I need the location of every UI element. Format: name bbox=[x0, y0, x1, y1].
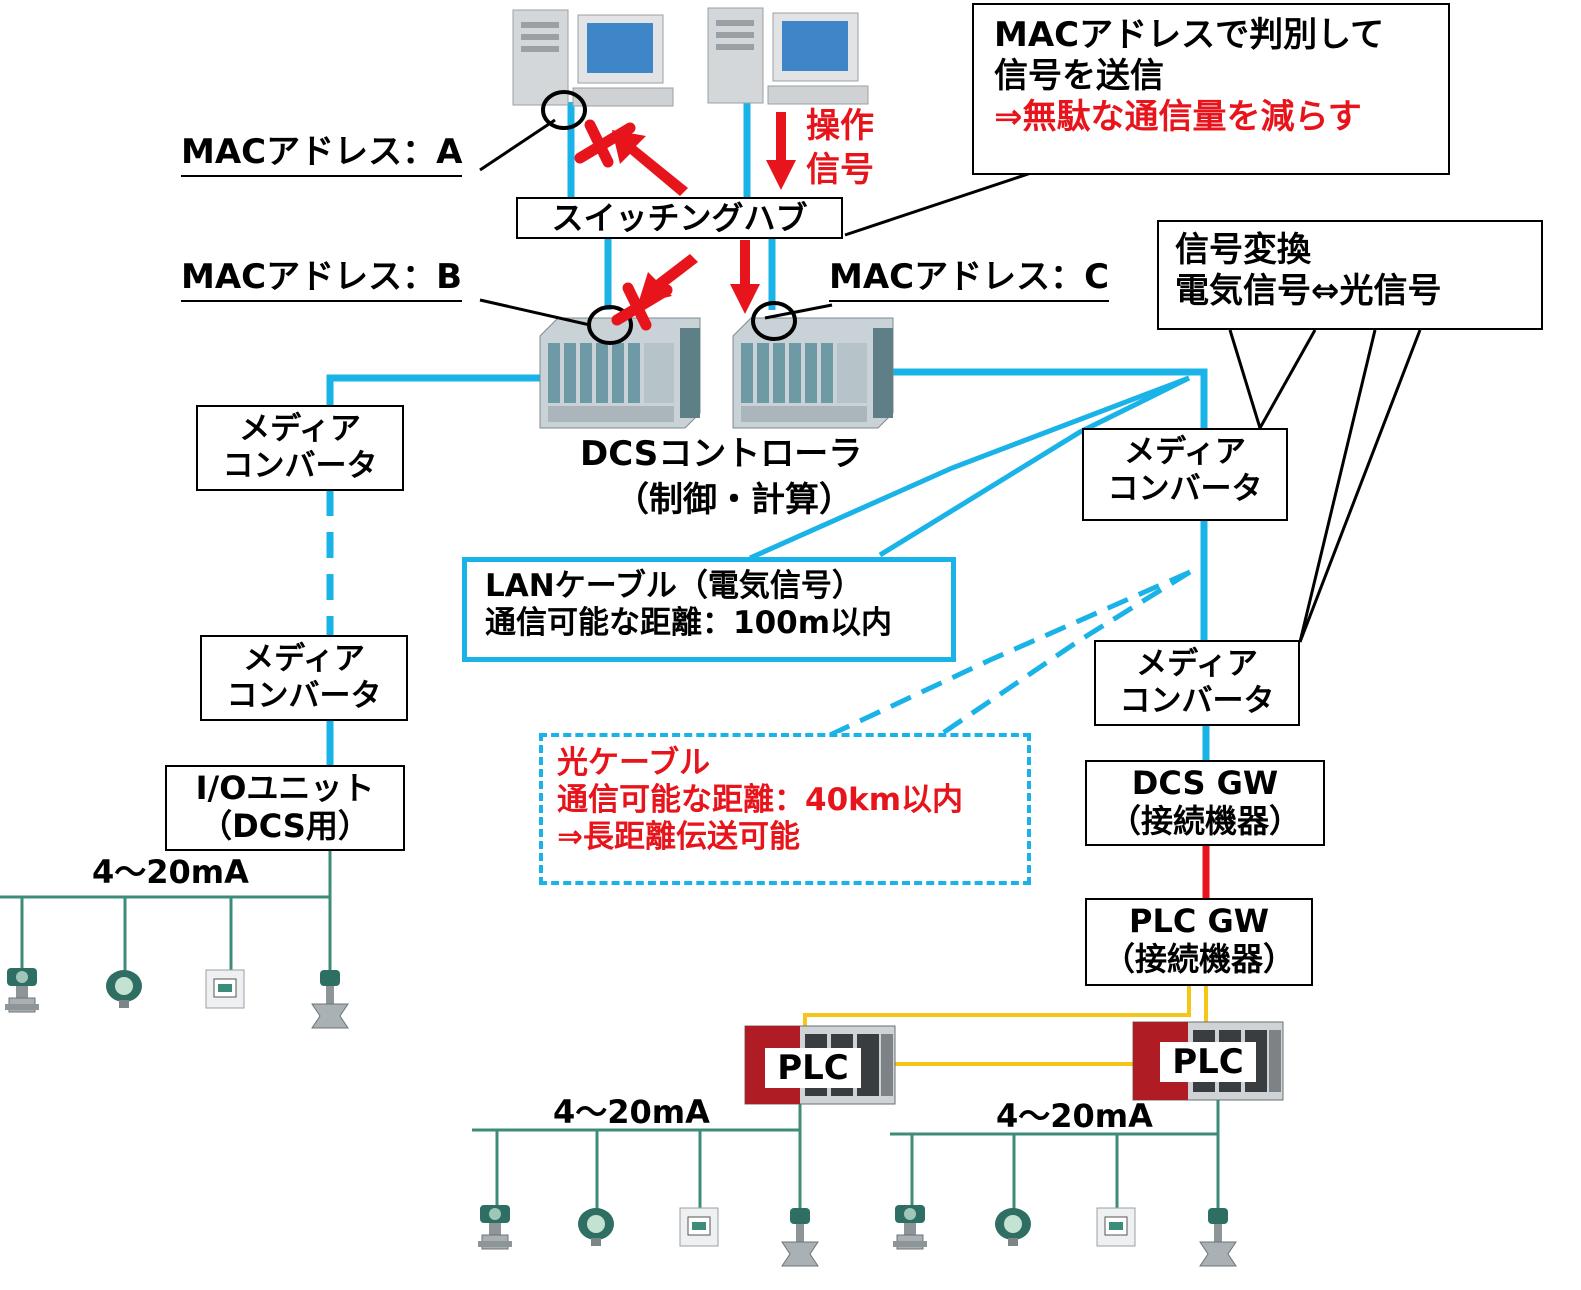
media-converter-left-bottom: メディア コンバータ bbox=[200, 635, 408, 721]
pressure-transmitter-icon bbox=[4, 967, 40, 1013]
mac-c-marker bbox=[751, 301, 797, 341]
plc-gw-box: PLC GW （接続機器） bbox=[1085, 898, 1313, 986]
media-converter-left-top: メディア コンバータ bbox=[196, 405, 404, 491]
dcs-gw-box: DCS GW （接続機器） bbox=[1085, 760, 1325, 846]
optical-cable-callout: 光ケーブル 通信可能な距離：40km以内 ⇒長距離伝送可能 bbox=[539, 733, 1031, 885]
flow-meter-icon bbox=[995, 1208, 1031, 1246]
plc-right-label: PLC bbox=[1160, 1042, 1256, 1082]
io-unit-box: I/Oユニット （DCS用） bbox=[165, 765, 405, 851]
media-converter-label: コンバータ bbox=[1119, 683, 1275, 720]
flow-meter-icon bbox=[106, 970, 142, 1008]
dcs-controller-label: DCSコントローラ bbox=[580, 434, 863, 474]
media-converter-right-top: メディア コンバータ bbox=[1082, 428, 1288, 521]
dcs-controller-c-icon bbox=[732, 317, 894, 429]
signal-convert-callout: 信号変換 電気信号⇔光信号 bbox=[1157, 220, 1543, 330]
mac-filter-line-3: ⇒無駄な通信量を減らす bbox=[994, 96, 1362, 137]
signal-convert-line-1: 信号変換 bbox=[1175, 230, 1311, 270]
dcs-gw-label: DCS GW bbox=[1131, 764, 1279, 802]
lan-cable-callout: LANケーブル（電気信号） 通信可能な距離：100m以内 bbox=[462, 557, 956, 662]
media-converter-label: コンバータ bbox=[222, 448, 378, 485]
switching-hub-box: スイッチングハブ bbox=[516, 197, 843, 239]
indicator-panel-icon bbox=[679, 1207, 719, 1247]
op-signal-label-2: 信号 bbox=[806, 150, 874, 190]
media-converter-label: メディア bbox=[1136, 646, 1258, 682]
signal-convert-line-2: 電気信号⇔光信号 bbox=[1175, 270, 1442, 311]
plc-gw-label: PLC GW bbox=[1128, 902, 1270, 940]
optical-cable-line-3: ⇒長距離伝送可能 bbox=[557, 819, 800, 856]
mac-b-marker bbox=[587, 305, 633, 345]
switching-hub-label: スイッチングハブ bbox=[551, 199, 808, 237]
media-converter-right-bottom: メディア コンバータ bbox=[1094, 640, 1300, 726]
optical-cable-line-2: 通信可能な距離：40km以内 bbox=[557, 782, 964, 819]
op-signal-label-1: 操作 bbox=[806, 106, 874, 146]
media-converter-label: メディア bbox=[1124, 434, 1246, 470]
pressure-transmitter-icon bbox=[477, 1204, 513, 1250]
pressure-transmitter-icon bbox=[892, 1204, 928, 1250]
pc-left-icon bbox=[512, 9, 674, 107]
analog-signal-left-label: 4～20mA bbox=[92, 853, 249, 891]
lan-cable-line-1: LANケーブル（電気信号） bbox=[485, 568, 863, 604]
indicator-panel-icon bbox=[205, 969, 245, 1009]
mac-a-label: MACアドレス：A bbox=[181, 132, 463, 177]
mac-a-marker bbox=[541, 90, 587, 130]
mac-c-label: MACアドレス：C bbox=[829, 257, 1110, 302]
mac-filter-line-2: 信号を送信 bbox=[994, 55, 1164, 96]
mac-b-label: MACアドレス：B bbox=[181, 257, 463, 302]
control-valve-icon bbox=[1199, 1207, 1237, 1267]
pc-right-icon bbox=[707, 7, 869, 105]
mac-filter-callout: MACアドレスで判別して 信号を送信 ⇒無駄な通信量を減らす bbox=[972, 3, 1450, 175]
plc-gw-sublabel: （接続機器） bbox=[1102, 940, 1295, 979]
indicator-panel-icon bbox=[1096, 1207, 1136, 1247]
dcs-controller-b-icon bbox=[539, 317, 701, 429]
media-converter-label: コンバータ bbox=[226, 678, 382, 715]
media-converter-label: メディア bbox=[243, 641, 365, 677]
analog-signal-right-label: 4～20mA bbox=[996, 1097, 1153, 1135]
io-unit-label: I/Oユニット bbox=[195, 769, 375, 807]
control-valve-icon bbox=[311, 969, 349, 1029]
control-valve-icon bbox=[781, 1207, 819, 1267]
analog-signal-mid-label: 4～20mA bbox=[553, 1093, 710, 1131]
mac-filter-line-1: MACアドレスで判別して bbox=[994, 15, 1385, 55]
flow-meter-icon bbox=[578, 1208, 614, 1246]
lan-cable-line-2: 通信可能な距離：100m以内 bbox=[485, 605, 893, 642]
dcs-controller-sublabel: （制御・計算） bbox=[615, 480, 853, 520]
media-converter-label: メディア bbox=[239, 411, 361, 447]
plc-left-label: PLC bbox=[765, 1048, 861, 1088]
media-converter-label: コンバータ bbox=[1107, 471, 1263, 508]
dcs-gw-sublabel: （接続機器） bbox=[1108, 802, 1301, 841]
optical-cable-line-1: 光ケーブル bbox=[557, 745, 711, 781]
io-unit-sublabel: （DCS用） bbox=[200, 807, 370, 846]
